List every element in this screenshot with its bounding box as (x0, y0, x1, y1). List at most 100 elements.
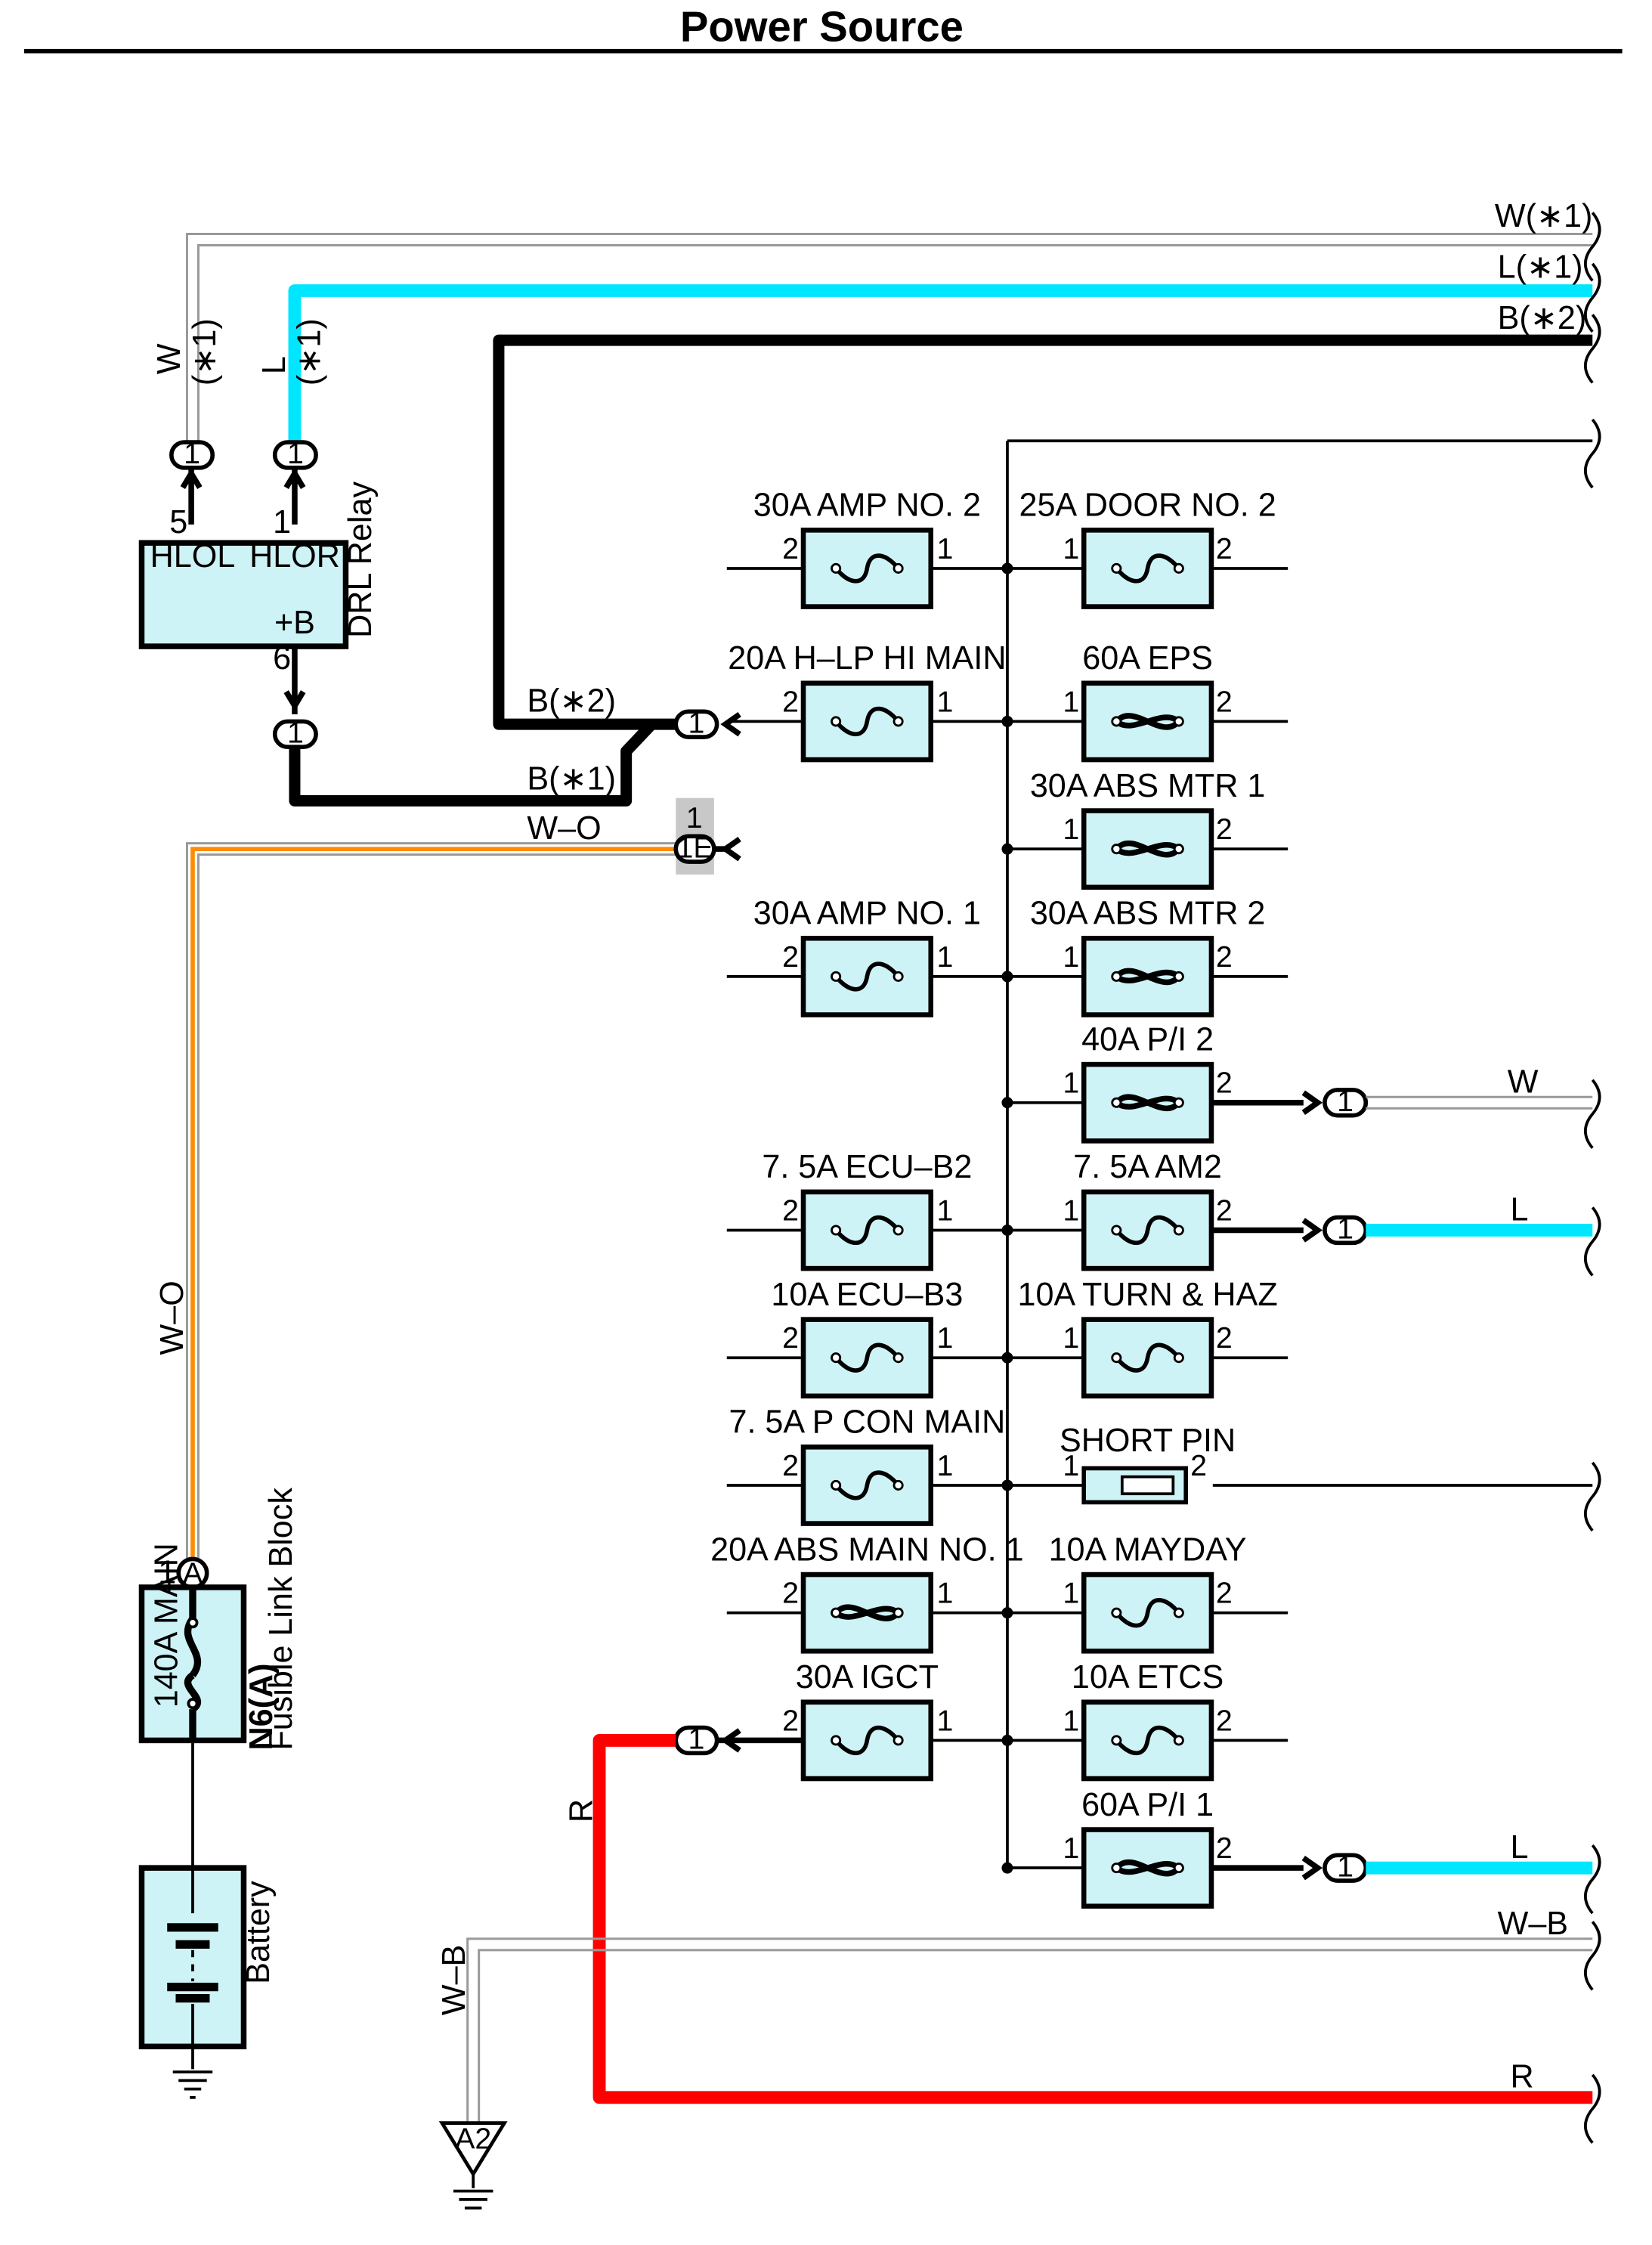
output-connector-l1: 1 (1212, 1212, 1369, 1246)
fuse-pin-in: 1 (1063, 1832, 1079, 1865)
relay-wire-w-note: (∗1) (187, 318, 223, 386)
connector-b-junction: 1 (673, 706, 741, 739)
fuse-left-2: 30A AMP NO. 1 2 1 (726, 896, 1007, 1017)
wire-b1 (289, 720, 656, 807)
fuse-pin-in: 1 (1063, 1577, 1079, 1610)
fuse-pin-out: 2 (1216, 1067, 1233, 1100)
battery-ground-icon (172, 2070, 213, 2099)
page-title: Power Source (680, 3, 964, 51)
bus-junction-dot (1001, 1097, 1013, 1109)
relay-connector-hlol-label: 1 (184, 437, 200, 470)
fuse-label: 10A ETCS (1072, 1659, 1224, 1695)
fuse-pin-in: 1 (1063, 1449, 1079, 1482)
connector-1e-label: 1E (677, 831, 713, 864)
relay-terminal-hlor: HLOR (249, 538, 340, 574)
fuse-label: 30A ABS MTR 2 (1030, 896, 1266, 932)
fusible-link-fuse: 140A MAIN (148, 1543, 184, 1708)
fusible-link-terminal-bottom (187, 1698, 199, 1710)
fuse-pin-out: 1 (937, 1321, 954, 1355)
connector-1e-arrow (713, 836, 741, 862)
wire-l1 (288, 284, 1593, 451)
relay-pin-hlol: 5 (169, 504, 187, 540)
wire-label-wo-vertical: W–O (154, 1280, 190, 1355)
wire-label-r-vertical: R (564, 1799, 600, 1822)
connector-igct-label: 1 (688, 1723, 705, 1756)
bus-junction-dot (1001, 1224, 1013, 1236)
fuse-pin-out: 2 (1190, 1449, 1207, 1482)
relay-wire-w-label: W (151, 343, 187, 374)
wire-label-wb: W–B (1498, 1906, 1568, 1942)
ground-point-a2: A2 (438, 2121, 508, 2209)
fuse-right-2: 30A ABS MTR 1 1 2 (1001, 768, 1288, 890)
fusible-link-pin: 1 (158, 1554, 176, 1590)
fuse-label: 25A DOOR NO. 2 (1019, 488, 1276, 524)
fuse-pin-out: 2 (1216, 940, 1233, 974)
wire-label-r-out: R (1511, 2059, 1534, 2095)
output-connector-l2: 1 (1212, 1850, 1369, 1883)
bus-junction-dot (1001, 1862, 1013, 1874)
fuse-pin-out: 2 (1216, 1194, 1233, 1227)
fuse-right-5: 7. 5A AM2 1 2 (1001, 1149, 1288, 1271)
fuse-pin-in: 1 (1063, 532, 1079, 565)
fusible-link-name: Fusible Link Block (263, 1488, 299, 1751)
wire-wb (466, 1937, 1593, 2126)
fuse-pin-in: 1 (1063, 1194, 1079, 1227)
fuse-pin-in: 2 (782, 1577, 799, 1610)
fuse-right-3: 30A ABS MTR 2 1 2 (1001, 896, 1288, 1017)
wire-b2-top (493, 334, 1593, 730)
fuse-left-5: 7. 5A P CON MAIN 2 1 (726, 1404, 1007, 1526)
wire-label-w1: W(∗1) (1495, 198, 1593, 234)
fuse-pin-out: 1 (937, 685, 954, 718)
output-connector-w: 1 (1212, 1085, 1369, 1118)
relay-connector-hlor: 1 (272, 437, 318, 525)
fuse-label: 20A H–LP HI MAIN (728, 640, 1006, 677)
wire-wo (185, 842, 680, 1559)
fuse-pin-out: 1 (937, 940, 954, 974)
output-connector-l2-label: 1 (1337, 1850, 1353, 1883)
fuse-pin-in: 1 (1063, 813, 1079, 846)
fuse-pin-in: 2 (782, 1321, 799, 1355)
relay-connector-b: 1 (272, 646, 318, 750)
fusible-link-terminal-top (187, 1617, 199, 1629)
fuse-label: 30A AMP NO. 2 (753, 488, 981, 524)
fuse-label: 10A ECU–B3 (771, 1277, 963, 1313)
wire-label-b2: B(∗2) (527, 683, 616, 719)
bus-junction-dot (1001, 843, 1013, 855)
fuse-pin-in: 1 (1063, 1067, 1079, 1100)
fuse-label: 7. 5A P CON MAIN (729, 1404, 1005, 1441)
wire-label-w-out: W (1508, 1064, 1539, 1101)
wire-label-b1: B(∗1) (527, 760, 616, 797)
fuse-label: 30A AMP NO. 1 (753, 896, 981, 932)
relay-connector-b-label: 1 (287, 717, 304, 750)
relay-terminal-plus-b: +B (274, 605, 315, 641)
fuse-pin-in: 1 (1063, 1704, 1079, 1737)
fuse-pin-in: 1 (1063, 940, 1079, 974)
bus-junction-dot (1001, 562, 1013, 574)
bus-junction-dot (1001, 1479, 1013, 1491)
fuse-label: SHORT PIN (1060, 1423, 1236, 1459)
bus-junction-dot (1001, 971, 1013, 983)
fuse-left-4: 10A ECU–B3 2 1 (726, 1277, 1007, 1399)
wire-label-l-out-2: L (1511, 1829, 1529, 1866)
wire-label-l1: L(∗1) (1498, 249, 1583, 286)
fuse-pin-out: 2 (1216, 1704, 1233, 1737)
battery-symbol (167, 1868, 218, 2070)
fuse-pin-out: 1 (937, 1449, 954, 1482)
fuse-pin-in: 2 (782, 940, 799, 974)
fuse-pin-in: 1 (1063, 685, 1079, 718)
fuse-label: 30A ABS MTR 1 (1030, 768, 1266, 804)
fuse-pin-out: 1 (937, 1194, 954, 1227)
fuse-pin-in: 1 (1063, 1321, 1079, 1355)
relay-pin-hlor: 1 (273, 504, 291, 540)
fuse-pin-out: 2 (1216, 813, 1233, 846)
fuse-pin-out: 1 (937, 532, 954, 565)
fuse-label: 10A MAYDAY (1049, 1531, 1247, 1568)
fuse-pin-in: 2 (782, 1449, 799, 1482)
fuse-label: 7. 5A AM2 (1073, 1149, 1222, 1185)
